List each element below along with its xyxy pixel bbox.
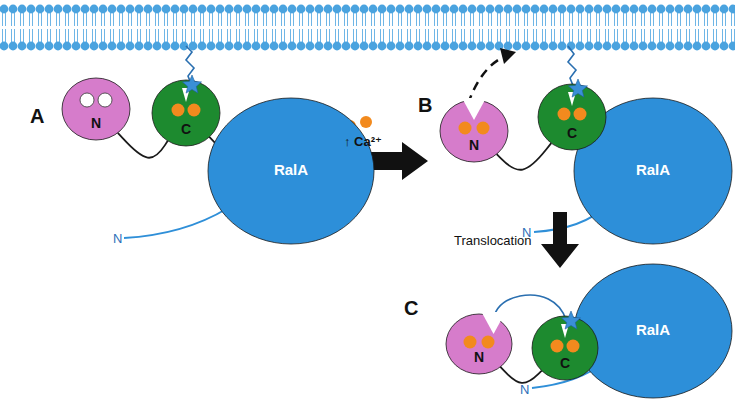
panel-letter: A [30, 106, 44, 126]
linker-line [497, 143, 552, 170]
n-domain: N [446, 314, 512, 374]
node-shape [152, 80, 220, 146]
node-label: RalA [574, 162, 732, 177]
dashed-arrow [468, 48, 516, 104]
node-shape [62, 78, 130, 140]
c-domain: C [532, 316, 598, 380]
linker-line [500, 367, 541, 383]
panel-letter: B [418, 95, 432, 115]
panel-letter: C [404, 298, 418, 318]
terminus-label: N [520, 383, 529, 396]
step-label: Translocation [454, 234, 532, 247]
nterm-tail [124, 206, 606, 388]
node-shape [440, 100, 508, 162]
lipid-bilayer [0, 5, 735, 51]
n-domain: N [440, 100, 508, 162]
node-label: C [532, 356, 598, 370]
rala-protein: RalA [574, 264, 732, 398]
ion-label: ↑ Ca²⁺ [344, 135, 382, 148]
process-arrow [338, 142, 579, 268]
node-shape [538, 84, 606, 150]
lipid-anchor [186, 46, 576, 322]
node-shape [532, 316, 598, 380]
node-label: RalA [208, 162, 374, 177]
c-domain: C [152, 80, 220, 146]
node-label: C [152, 122, 220, 136]
node-shape [446, 314, 512, 374]
node-label: N [62, 116, 130, 130]
node-label: RalA [574, 322, 732, 337]
n-domain: N [62, 78, 130, 140]
terminus-label: N [113, 232, 122, 245]
node-label: N [440, 138, 508, 152]
node-label: N [446, 350, 512, 364]
node-label: C [538, 126, 606, 140]
c-domain: C [538, 84, 606, 150]
linker-line [118, 133, 168, 158]
rala-protein: RalA [208, 98, 374, 244]
